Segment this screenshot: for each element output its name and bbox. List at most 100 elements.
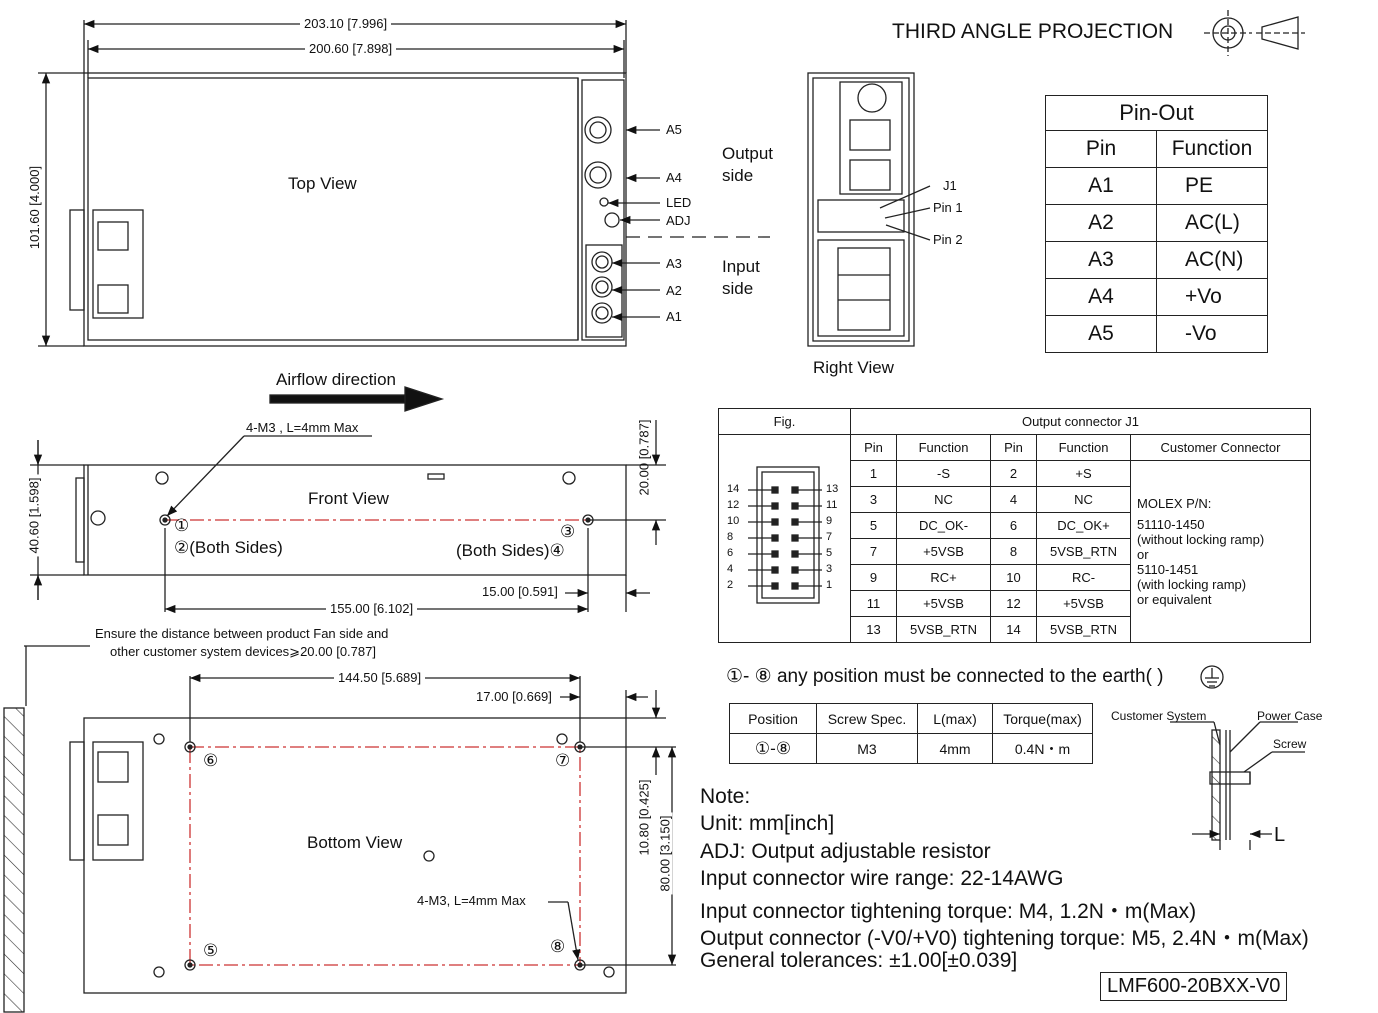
output-side-label-1: Output	[722, 144, 774, 163]
j1-pin: 12	[990, 590, 1037, 617]
screw-length-value: 4mm	[917, 733, 993, 764]
j1-function: 5VSB_RTN	[1036, 538, 1131, 565]
j1-fig-pin-number: 10	[727, 515, 740, 527]
j1-function: DC_OK-	[896, 512, 991, 539]
label-a5: A5	[666, 122, 682, 137]
j1-customer-line: MOLEX P/N:	[1137, 496, 1212, 511]
j1-pin: 8	[990, 538, 1037, 565]
j1-function: +S	[1036, 460, 1131, 487]
j1-fig-pin-number: 5	[826, 547, 833, 559]
pin-out-pin: A2	[1045, 204, 1157, 242]
input-side-label-2: side	[722, 279, 754, 298]
customer-wall	[3, 707, 25, 1013]
label-a1: A1	[666, 309, 682, 324]
j1-pin: 1	[850, 460, 897, 487]
dim-front-right: 20.00 [0.787]	[636, 419, 652, 496]
j1-header-customer: Customer Connector	[1130, 434, 1311, 461]
j1-header-pin: Pin	[990, 434, 1037, 461]
dim-front-height: 40.60 [1.598]	[26, 474, 42, 557]
output-connector-j1-table: Fig. Output connector J1 Pin Function Pi…	[718, 408, 1311, 643]
dim-overall-width: 203.10 [7.996]	[300, 16, 392, 31]
dim-bottom-span: 144.50 [5.689]	[334, 670, 426, 685]
screw-header: Position	[729, 703, 817, 734]
screw-spec-value: M3	[816, 733, 918, 764]
j1-function: NC	[896, 486, 991, 513]
j1-pin: 13	[850, 616, 897, 643]
j1-customer-line: or	[1137, 547, 1149, 562]
projection-label: THIRD ANGLE PROJECTION	[892, 20, 1174, 43]
top-view-outline	[38, 19, 770, 347]
j1-fig-pin-number: 6	[727, 547, 734, 559]
j1-pin: 14	[990, 616, 1037, 643]
j1-function: +5VSB	[896, 590, 991, 617]
earth-symbol	[1200, 665, 1224, 689]
right-view-title: Right View	[813, 358, 894, 377]
dim-bottom-small: 10.80 [0.425]	[636, 779, 652, 856]
j1-fig-pin-number: 11	[826, 499, 838, 511]
j1-pin: 2	[990, 460, 1037, 487]
screw-header: Torque(max)	[992, 703, 1093, 734]
j1-fig-pin-number: 8	[727, 531, 734, 543]
j1-pin: 10	[990, 564, 1037, 591]
pin-out-pin: A3	[1045, 241, 1157, 279]
bottom-marker-7: ⑦	[555, 751, 571, 770]
right-view-pin1: Pin 1	[933, 200, 963, 215]
j1-fig-cell	[718, 434, 851, 643]
right-view-outline	[807, 72, 931, 347]
label-a3: A3	[666, 256, 682, 271]
j1-fig-pin-number: 12	[727, 499, 740, 511]
note-heading: Note:	[700, 785, 751, 808]
pin-out-pin: A4	[1045, 278, 1157, 316]
dim-bottom-large: 80.00 [3.150]	[657, 812, 673, 895]
dim-inner-width: 200.60 [7.898]	[305, 41, 397, 56]
earth-note: ①- ⑧ any position must be connected to t…	[726, 666, 1164, 687]
mount-customer-system: Customer System	[1111, 709, 1207, 723]
j1-header-function: Function	[1036, 434, 1131, 461]
fan-note-line-2: other customer system devices⩾20.00 [0.7…	[110, 644, 376, 659]
fan-note-line-1: Ensure the distance between product Fan …	[95, 626, 389, 641]
pin-out-function: AC(L)	[1156, 204, 1268, 242]
j1-function: +5VSB	[1036, 590, 1131, 617]
pin-out-function: +Vo	[1156, 278, 1268, 316]
front-view-title: Front View	[308, 489, 389, 508]
j1-function: RC+	[896, 564, 991, 591]
label-led: LED	[666, 195, 692, 210]
front-both-sides-right: (Both Sides)④	[456, 541, 565, 560]
j1-title: Output connector J1	[850, 408, 1311, 435]
j1-header-pin: Pin	[850, 434, 897, 461]
mount-length-l: L	[1274, 824, 1286, 846]
front-view-outline	[30, 420, 666, 614]
j1-function: RC-	[1036, 564, 1131, 591]
front-marker-3: ③	[560, 522, 576, 541]
note-line: General tolerances: ±1.00[±0.039]	[700, 949, 1018, 972]
screw-spec-table: Position Screw Spec. L(max) Torque(max) …	[729, 703, 1093, 764]
airflow-label: Airflow direction	[276, 370, 396, 389]
j1-function: +5VSB	[896, 538, 991, 565]
pin-out-pin: A5	[1045, 315, 1157, 353]
input-side-label-1: Input	[722, 257, 760, 276]
pin-out-header-function: Function	[1156, 130, 1268, 168]
j1-fig-header: Fig.	[718, 408, 851, 435]
j1-fig-pin-number: 14	[727, 483, 740, 495]
j1-function: NC	[1036, 486, 1131, 513]
front-marker-1: ①	[174, 516, 190, 535]
dim-front-offset: 15.00 [0.591]	[482, 584, 558, 599]
note-line: Input connector wire range: 22-14AWG	[700, 867, 1064, 890]
j1-pin: 7	[850, 538, 897, 565]
j1-header-function: Function	[896, 434, 991, 461]
bottom-marker-8: ⑧	[550, 937, 566, 956]
label-a2: A2	[666, 283, 682, 298]
j1-pin: 4	[990, 486, 1037, 513]
front-screw-note: 4-M3 , L=4mm Max	[246, 420, 359, 435]
note-line: Input connector tightening torque: M4, 1…	[700, 900, 1197, 923]
j1-fig-pin-number: 9	[826, 515, 833, 527]
right-view-pin2: Pin 2	[933, 232, 963, 247]
bottom-screw-note: 4-M3, L=4mm Max	[417, 893, 526, 908]
j1-customer-line: 51110-1450	[1137, 517, 1205, 532]
j1-fig-pin-number: 13	[826, 483, 839, 495]
j1-fig-pin-number: 3	[826, 563, 833, 575]
j1-function: -S	[896, 460, 991, 487]
pin-out-header-pin: Pin	[1045, 130, 1157, 168]
j1-customer-line: (with locking ramp)	[1137, 577, 1247, 592]
